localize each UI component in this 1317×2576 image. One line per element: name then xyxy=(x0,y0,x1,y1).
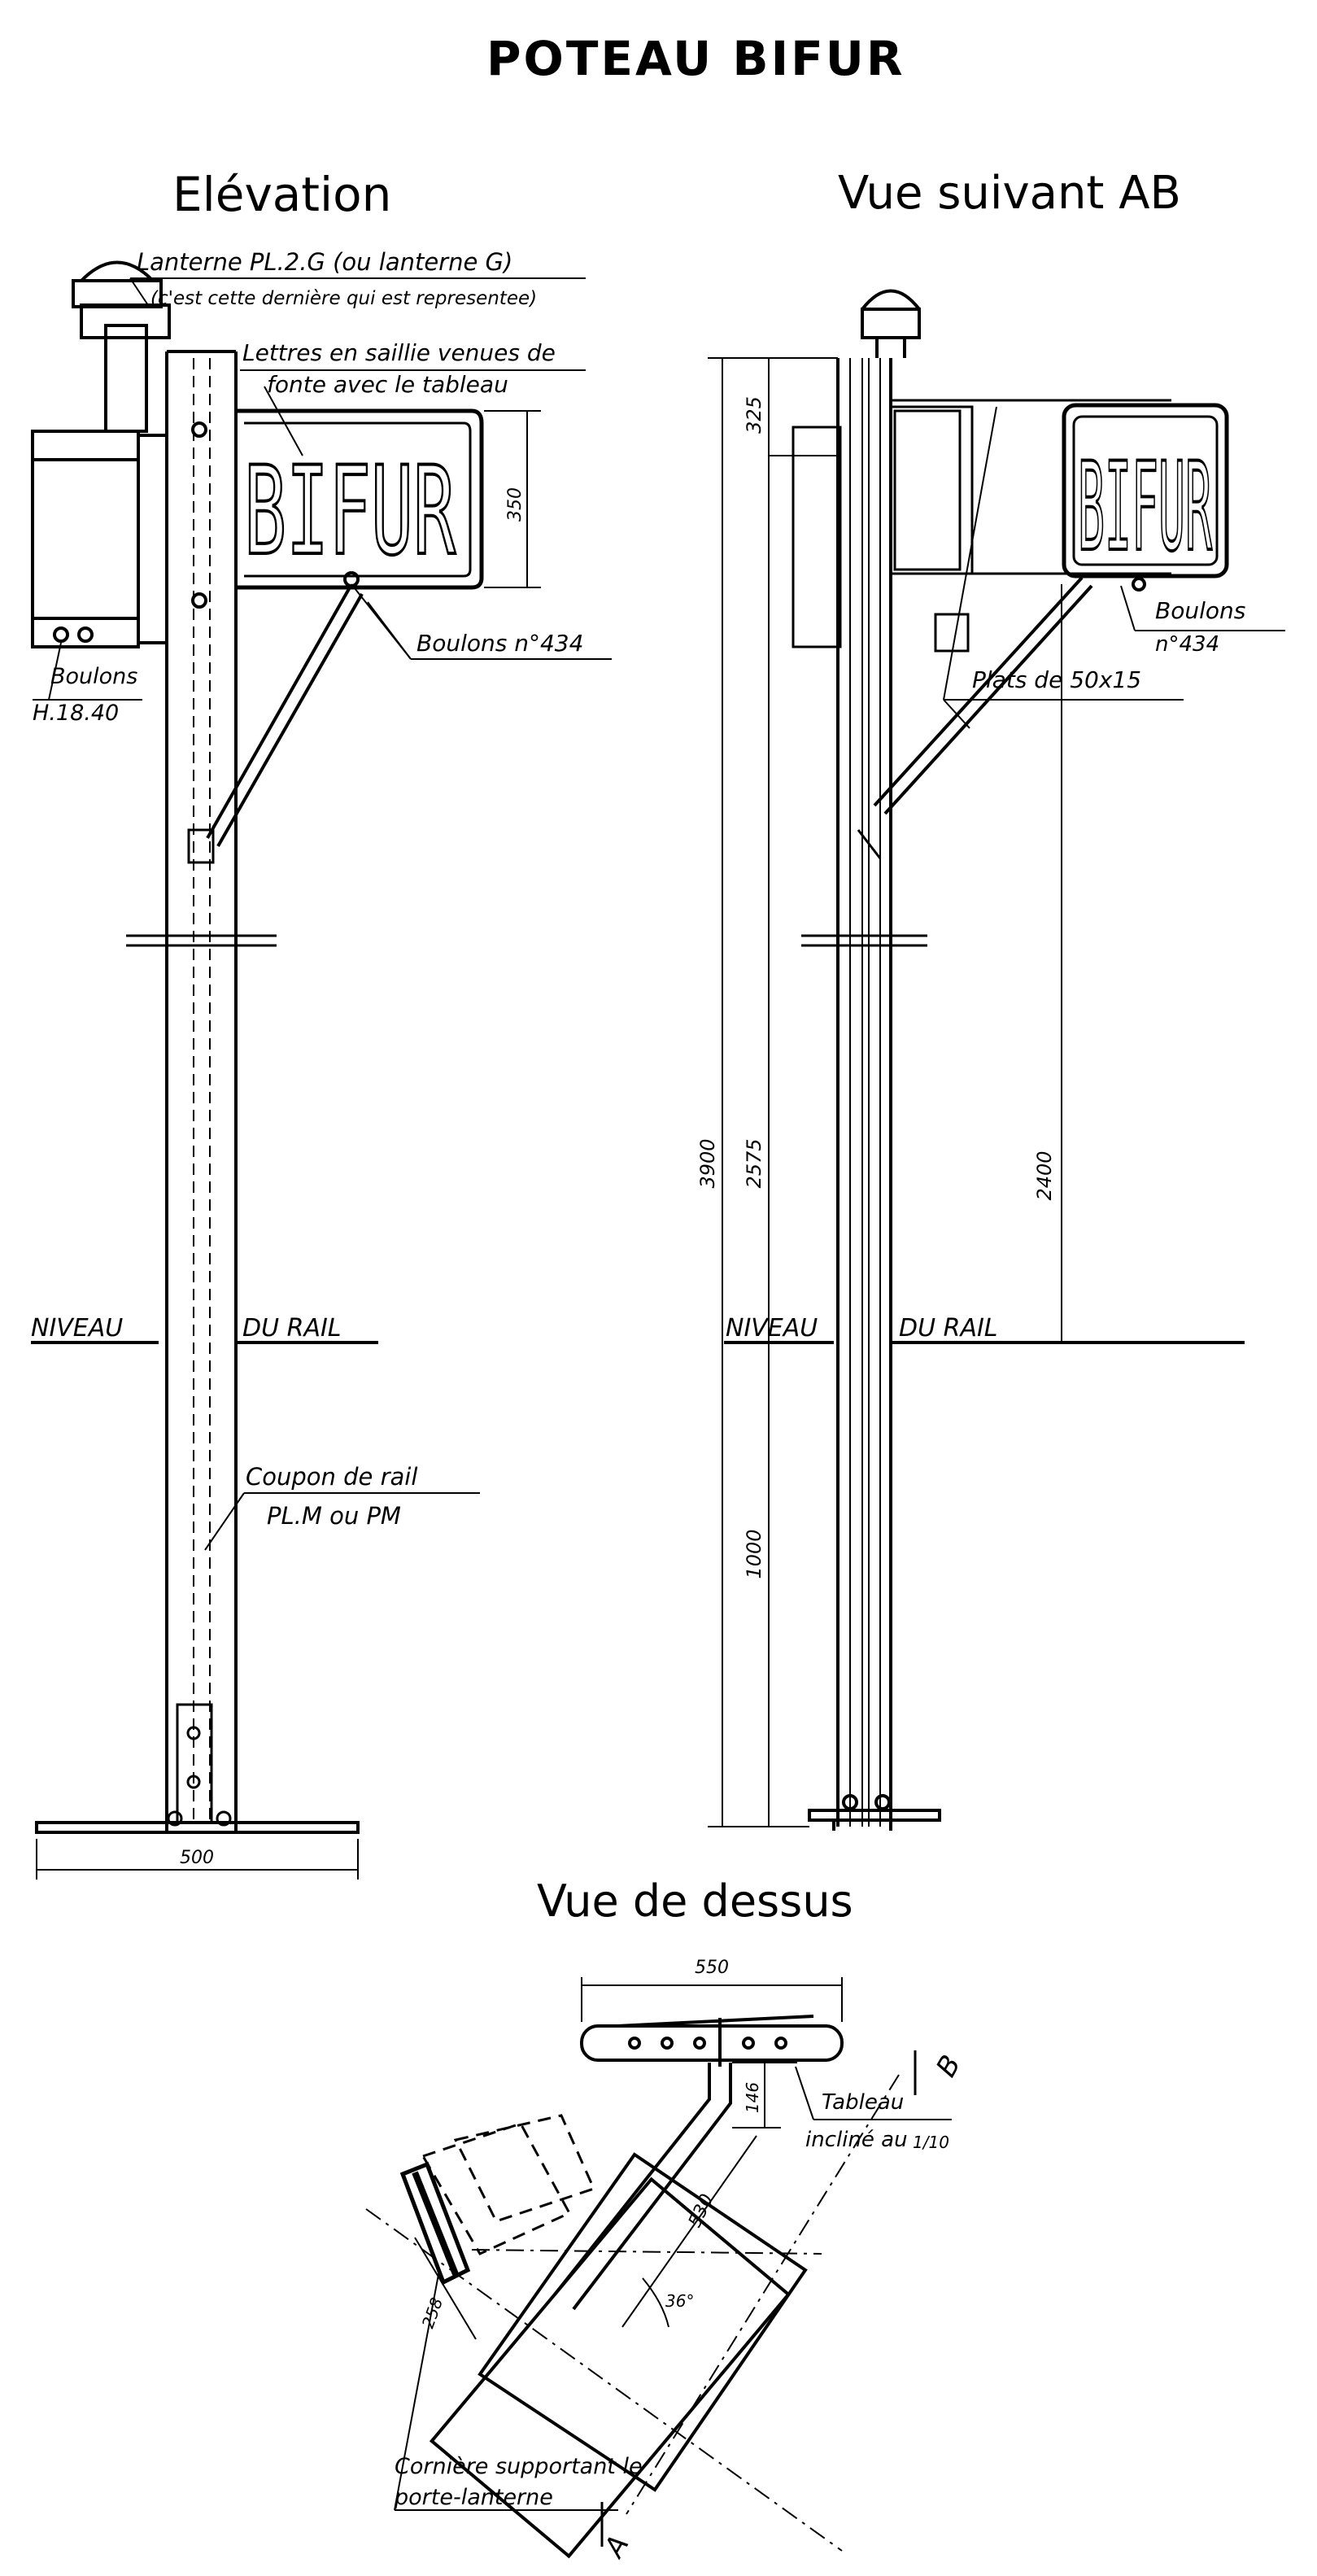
dim-350: 350 xyxy=(505,487,525,522)
ab-label-boulons: Boulons xyxy=(1155,597,1245,624)
label-du-rail: DU RAIL xyxy=(242,1314,342,1343)
ab-label-n434: n°434 xyxy=(1155,632,1219,657)
top-corniere xyxy=(399,2161,471,2286)
ab-view: BIFUR xyxy=(696,289,1285,1831)
dim-550: 550 xyxy=(695,1958,729,1978)
top-view: 550 146 530 258 36° Tableau incliné au 1… xyxy=(365,1958,967,2564)
drawing-title: POTEAU BIFUR xyxy=(486,31,905,86)
elevation-brace xyxy=(187,587,364,864)
top-dimensions xyxy=(414,1977,843,2340)
label-lettres: Lettres en saillie venues de xyxy=(242,339,556,366)
elevation-fishplate xyxy=(167,1703,232,1827)
dim-325: 325 xyxy=(743,396,765,434)
bifur-sign-board: BIFUR xyxy=(191,408,484,609)
top-section-line xyxy=(365,2074,900,2552)
dimension-350 xyxy=(484,410,541,588)
label-lanterne: Lanterne PL.2.G (ou lanterne G) xyxy=(137,248,512,276)
ab-label-du-rail: DU RAIL xyxy=(899,1314,998,1343)
top-view-title: Vue de dessus xyxy=(537,1875,853,1927)
label-boulons: Boulons xyxy=(50,664,137,689)
lantern xyxy=(31,260,171,648)
ab-post xyxy=(836,358,892,1827)
ab-leaders xyxy=(943,406,1285,729)
top-lantern-plan xyxy=(421,2114,596,2255)
dim-2400: 2400 xyxy=(1033,1150,1056,1200)
label-lanterne-note: (c'est cette dernière qui est represente… xyxy=(150,288,537,309)
ab-break-mark xyxy=(801,934,927,947)
ab-brace xyxy=(857,576,1093,859)
ab-label-plats: Plats de 50x15 xyxy=(972,666,1141,693)
elevation-break-mark xyxy=(126,934,277,947)
elevation-post xyxy=(165,350,238,1831)
angle-36: 36° xyxy=(665,2291,694,2311)
label-incline-ratio: 1/10 xyxy=(913,2133,949,2152)
top-leaders xyxy=(394,2066,952,2511)
label-niveau: NIVEAU xyxy=(31,1314,123,1343)
label-fonte: fonte avec le tableau xyxy=(267,371,508,398)
elevation-leaders xyxy=(33,277,612,1551)
dim-146: 146 xyxy=(743,2082,762,2113)
label-corniere: Cornière supportant le xyxy=(395,2454,643,2479)
dim-500: 500 xyxy=(180,1848,214,1868)
label-plm-pm: PL.M ou PM xyxy=(267,1502,401,1530)
ab-view-title: Vue suivant AB xyxy=(838,167,1181,220)
top-base-plate xyxy=(478,2152,808,2492)
ab-label-niveau: NIVEAU xyxy=(726,1314,818,1343)
ab-sign-lettering: BIFUR xyxy=(1078,437,1212,579)
label-coupon: Coupon de rail xyxy=(246,1463,417,1491)
elevation-base-plate xyxy=(35,1821,360,1834)
label-porte-lanterne: porte-lanterne xyxy=(394,2485,553,2510)
ab-base xyxy=(808,1717,941,1831)
ab-finial xyxy=(861,289,921,358)
elevation-view: BIFUR xyxy=(31,248,612,1880)
dim-258: 258 xyxy=(418,2295,447,2331)
label-boulons-h1840: H.18.40 xyxy=(33,701,119,726)
ab-arm xyxy=(891,399,1171,575)
dimension-500 xyxy=(36,1839,359,1880)
label-incline: incliné au xyxy=(805,2128,908,2152)
ab-dimensions xyxy=(708,357,1074,1827)
dim-2575: 2575 xyxy=(743,1138,765,1188)
label-boulons-434: Boulons n°434 xyxy=(416,630,583,657)
section-marker-b: B xyxy=(930,2050,967,2082)
ab-sign-board: BIFUR xyxy=(1062,403,1229,592)
label-tableau: Tableau xyxy=(822,2090,904,2115)
dim-1000: 1000 xyxy=(743,1529,765,1578)
dim-3900: 3900 xyxy=(696,1138,719,1188)
sign-lettering: BIFUR xyxy=(244,441,456,583)
ab-lantern xyxy=(792,405,974,653)
top-arm-plan xyxy=(429,2063,792,2559)
top-sign-plan xyxy=(580,2015,844,2067)
elevation-view-title: Elévation xyxy=(172,167,392,222)
